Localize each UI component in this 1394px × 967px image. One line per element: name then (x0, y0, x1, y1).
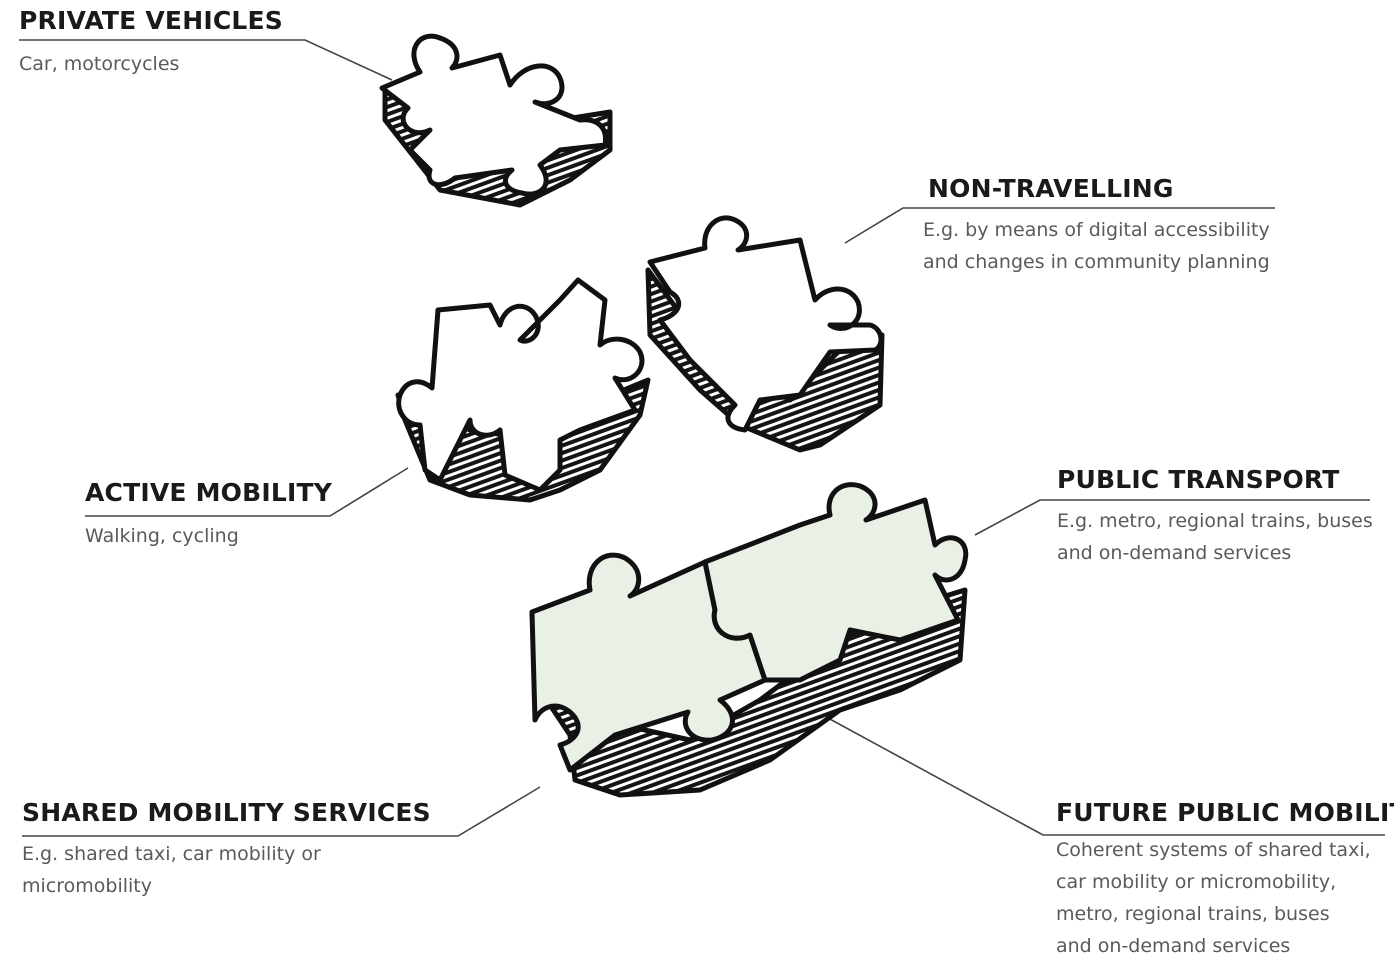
label-public-transport: PUBLIC TRANSPORT E.g. metro, regional tr… (1057, 465, 1373, 569)
leader-public-transport (974, 499, 1370, 536)
label-description: E.g. by means of digital accessibility a… (923, 214, 1270, 278)
leader-non-travelling (844, 207, 1275, 244)
leader-shared-mobility (22, 786, 541, 837)
leader-active-mobility (85, 467, 409, 517)
label-line: and changes in community planning (923, 251, 1270, 273)
puzzle-piece-top (396, 277, 645, 493)
label-description: Car, motorcycles (19, 48, 283, 80)
label-title: PUBLIC TRANSPORT (1057, 465, 1340, 494)
label-description: E.g. shared taxi, car mobility or microm… (22, 838, 431, 902)
label-description: E.g. metro, regional trains, buses and o… (1057, 505, 1373, 569)
label-line: micromobility (22, 875, 152, 897)
label-title: SHARED MOBILITY SERVICES (22, 798, 431, 827)
label-title: PRIVATE VEHICLES (19, 6, 283, 35)
label-active-mobility: ACTIVE MOBILITY Walking, cycling (85, 478, 332, 552)
puzzle-piece-non-travelling (645, 215, 885, 453)
puzzle-piece-top (647, 215, 884, 433)
label-title: FUTURE PUBLIC MOBILITY (1056, 798, 1394, 827)
puzzle-pieces-future-public-mobility (529, 482, 969, 798)
label-line: E.g. metro, regional trains, buses (1057, 510, 1373, 532)
label-shared-mobility-services: SHARED MOBILITY SERVICES E.g. shared tax… (22, 798, 431, 902)
label-line: and on-demand services (1056, 935, 1291, 957)
label-line: and on-demand services (1057, 542, 1292, 564)
label-private-vehicles: PRIVATE VEHICLES Car, motorcycles (19, 6, 283, 80)
puzzle-piece-top-shared-mobility (529, 552, 768, 773)
label-future-public-mobility: FUTURE PUBLIC MOBILITY Coherent systems … (1056, 798, 1394, 962)
label-non-travelling: NON-TRAVELLING E.g. by means of digital … (923, 174, 1270, 278)
label-title: ACTIVE MOBILITY (85, 478, 333, 507)
label-line: Car, motorcycles (19, 53, 180, 75)
label-line: Walking, cycling (85, 525, 239, 547)
label-line: car mobility or micromobility, (1056, 871, 1337, 893)
puzzle-piece-top-public-transport (702, 482, 969, 683)
label-description: Walking, cycling (85, 520, 332, 552)
puzzle-piece-active-mobility (395, 277, 651, 503)
puzzle-piece-top (379, 33, 609, 197)
label-line: Coherent systems of shared taxi, (1056, 839, 1371, 861)
label-line: metro, regional trains, buses (1056, 903, 1330, 925)
label-line: E.g. shared taxi, car mobility or (22, 843, 321, 865)
label-description: Coherent systems of shared taxi, car mob… (1056, 834, 1394, 962)
leader-private-vehicles (19, 39, 393, 81)
leader-lines (19, 39, 1385, 837)
leader-future-public-mobility (827, 717, 1385, 836)
puzzle-piece-private-vehicles (379, 33, 613, 208)
label-line: E.g. by means of digital accessibility (923, 219, 1270, 241)
label-title: NON-TRAVELLING (928, 174, 1174, 203)
